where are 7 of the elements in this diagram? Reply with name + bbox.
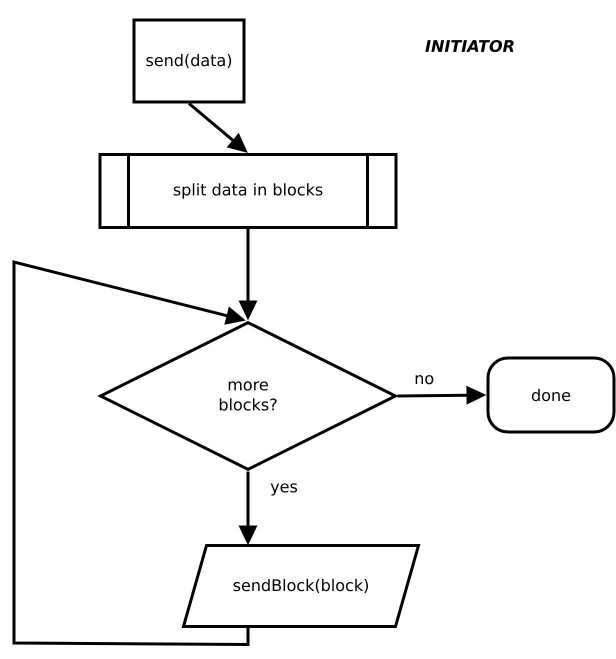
- heading: INITIATOR: [425, 40, 514, 52]
- edge-label: yes: [269, 482, 299, 497]
- arrow: [12, 260, 250, 646]
- terminal-box: done: [486, 356, 616, 434]
- predefined-process-box: split data in blocks: [98, 153, 398, 229]
- edge-label: no: [413, 374, 436, 386]
- process-box: send(data): [132, 18, 246, 104]
